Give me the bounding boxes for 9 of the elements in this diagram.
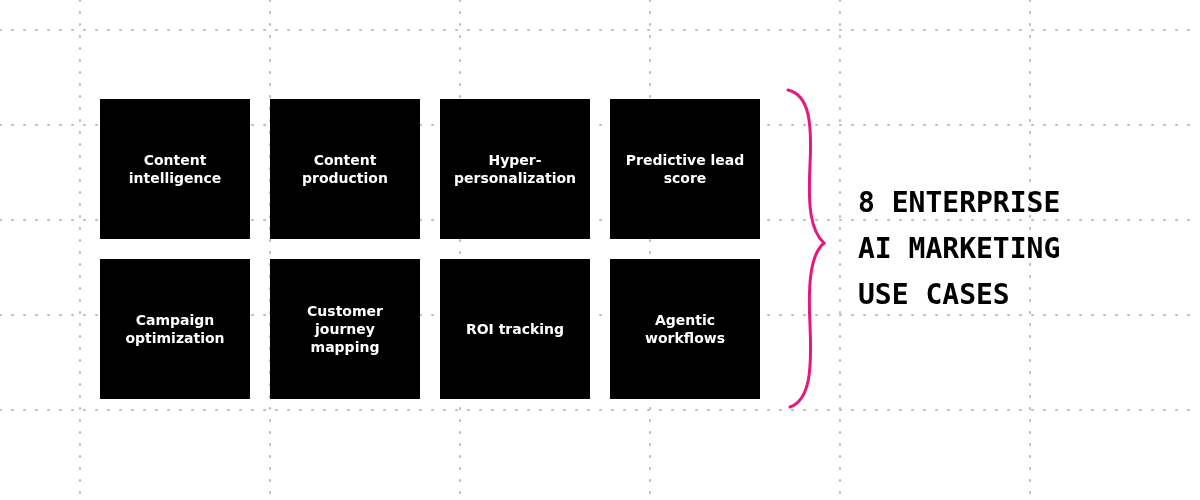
use-case-tile: Content production (270, 99, 420, 239)
use-case-tile: Content intelligence (100, 99, 250, 239)
use-case-tile: Customer journey mapping (270, 259, 420, 399)
use-case-tile: Agentic workflows (610, 259, 760, 399)
use-case-tile: Predictive lead score (610, 99, 760, 239)
use-case-tile: Hyper-personalization (440, 99, 590, 239)
handwritten-heading: 8 ENTERPRISE AI MARKETING USE CASES (858, 185, 1062, 313)
use-case-tile: Campaign optimization (100, 259, 250, 399)
use-case-tile: ROI tracking (440, 259, 590, 399)
